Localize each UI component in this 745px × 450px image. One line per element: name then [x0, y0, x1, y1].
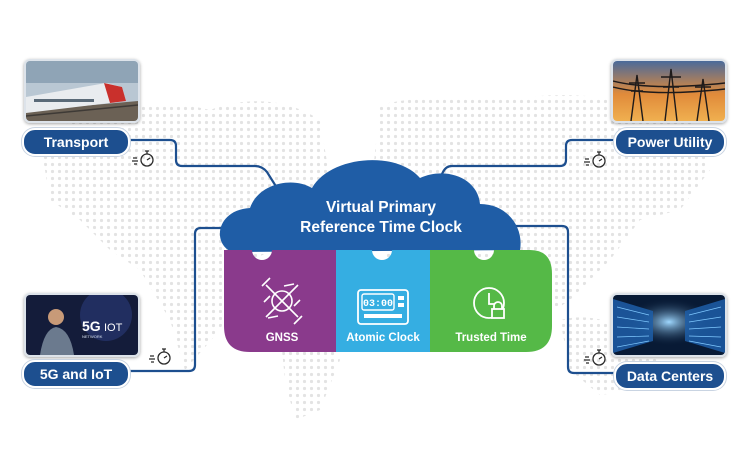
atomic-clock-piece [336, 250, 440, 352]
stopwatch-icon-5g-iot [149, 348, 171, 365]
connector-lines [128, 138, 617, 375]
iot-text: IOT [104, 322, 123, 334]
atomic-clock-icon [357, 289, 409, 325]
puzzle-pieces [224, 250, 552, 352]
stopwatch-icons [132, 150, 606, 366]
data-centers-label: Data Centers [614, 362, 726, 390]
power-utility-label: Power Utility [614, 128, 726, 156]
atomic-clock-display: 03:00 [363, 299, 393, 310]
stopwatch-icon-power-utility [584, 151, 606, 168]
stopwatch-icon-data-centers [584, 349, 606, 366]
clock-lock-icon [473, 287, 505, 319]
5g-iot-label: 5G and IoT [22, 360, 130, 388]
cloud-title: Virtual Primary Reference Time Clock [268, 198, 494, 238]
connector-transport [128, 138, 283, 197]
trusted-time-label: Trusted Time [455, 332, 527, 344]
satellite-icon [261, 277, 303, 325]
5g-text: 5G [82, 318, 101, 334]
train-photo [24, 59, 140, 123]
network-text: NETWORK [82, 334, 103, 339]
server-room-photo [611, 293, 727, 357]
cloud-shape [219, 160, 521, 252]
cloud-title-line-2: Reference Time Clock [300, 219, 462, 236]
5g-iot-photo: 5G IOT NETWORK [24, 293, 140, 357]
power-lines-photo [611, 59, 727, 123]
stopwatch-icon-transport [132, 150, 154, 167]
cloud-title-line-1: Virtual Primary [326, 199, 436, 216]
gnss-label: GNSS [265, 332, 299, 344]
atomic-clock-label: Atomic Clock [346, 332, 420, 344]
connector-power-utility [437, 138, 617, 183]
transport-label: Transport [22, 128, 130, 156]
connector-data-centers [512, 224, 617, 375]
connector-5g-iot [128, 226, 232, 373]
trusted-time-piece [430, 250, 552, 352]
gnss-piece [224, 250, 336, 352]
